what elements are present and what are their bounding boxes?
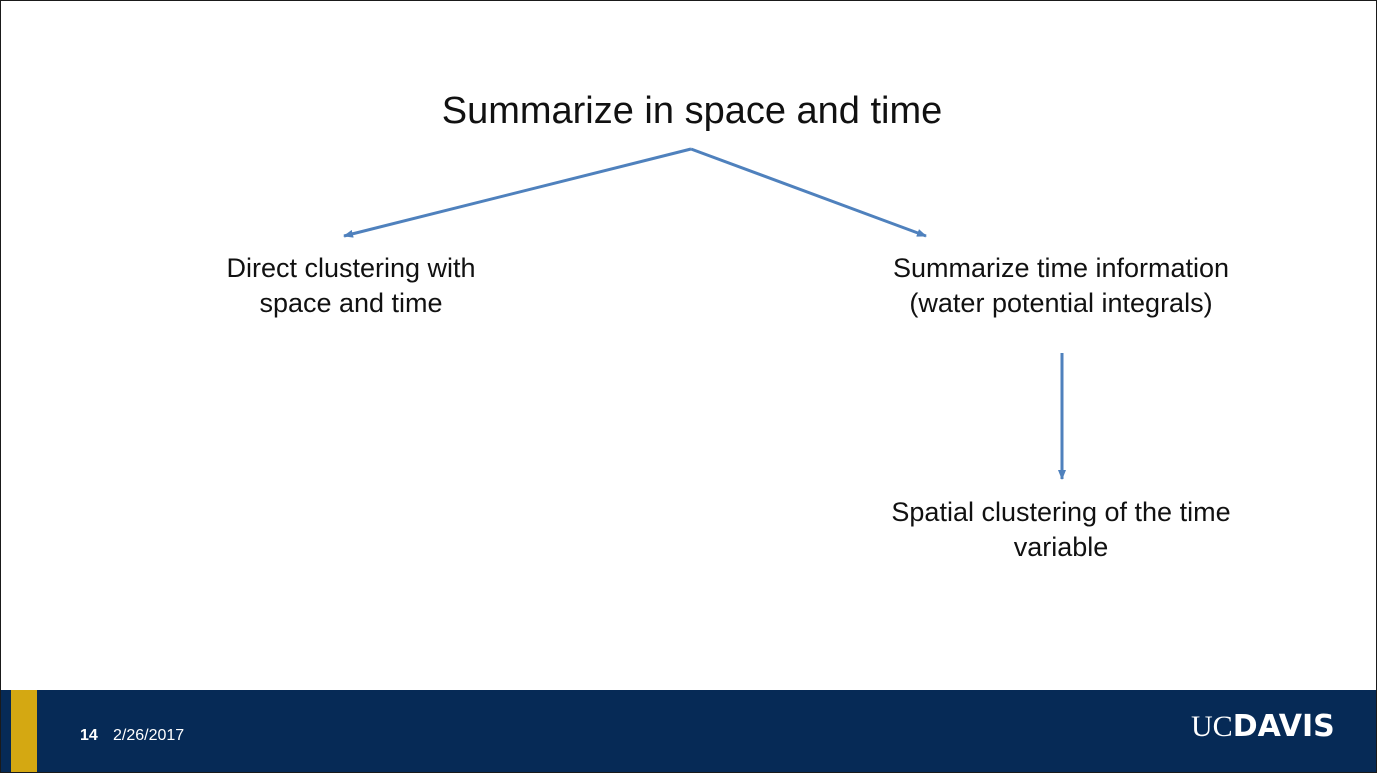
node-direct-clustering: Direct clustering with space and time <box>151 251 551 321</box>
node-spatial-clustering-line-1: Spatial clustering of the time <box>891 497 1231 527</box>
node-summarize-time-line-1: Summarize time information <box>892 253 1230 283</box>
ucdavis-logo: UCDAVIS <box>1191 709 1335 744</box>
node-direct-clustering-line-1: Direct clustering with <box>226 253 476 283</box>
node-spatial-clustering: Spatial clustering of the time variable <box>791 495 1331 565</box>
footer-bar: 14 2/26/2017 UCDAVIS <box>1 690 1376 772</box>
slide-title: Summarize in space and time <box>441 90 943 132</box>
diagram-arrows <box>343 147 1066 480</box>
node-direct-clustering-line-2: space and time <box>259 288 443 319</box>
logo-davis-text: DAVIS <box>1232 709 1335 744</box>
node-spatial-clustering-line-2: variable <box>1013 532 1109 563</box>
node-summarize-time-line-2: (water potential integrals) <box>909 288 1213 319</box>
slide-number: 14 <box>80 727 98 744</box>
node-summarize-time: Summarize time information (water potent… <box>811 251 1311 321</box>
footer-accent-stripe <box>11 690 37 772</box>
slide-date: 2/26/2017 <box>113 727 185 744</box>
arrow-to-direct-clustering <box>343 147 692 238</box>
arrow-to-summarize-time <box>690 147 927 238</box>
logo-uc-text: UC <box>1191 710 1233 743</box>
